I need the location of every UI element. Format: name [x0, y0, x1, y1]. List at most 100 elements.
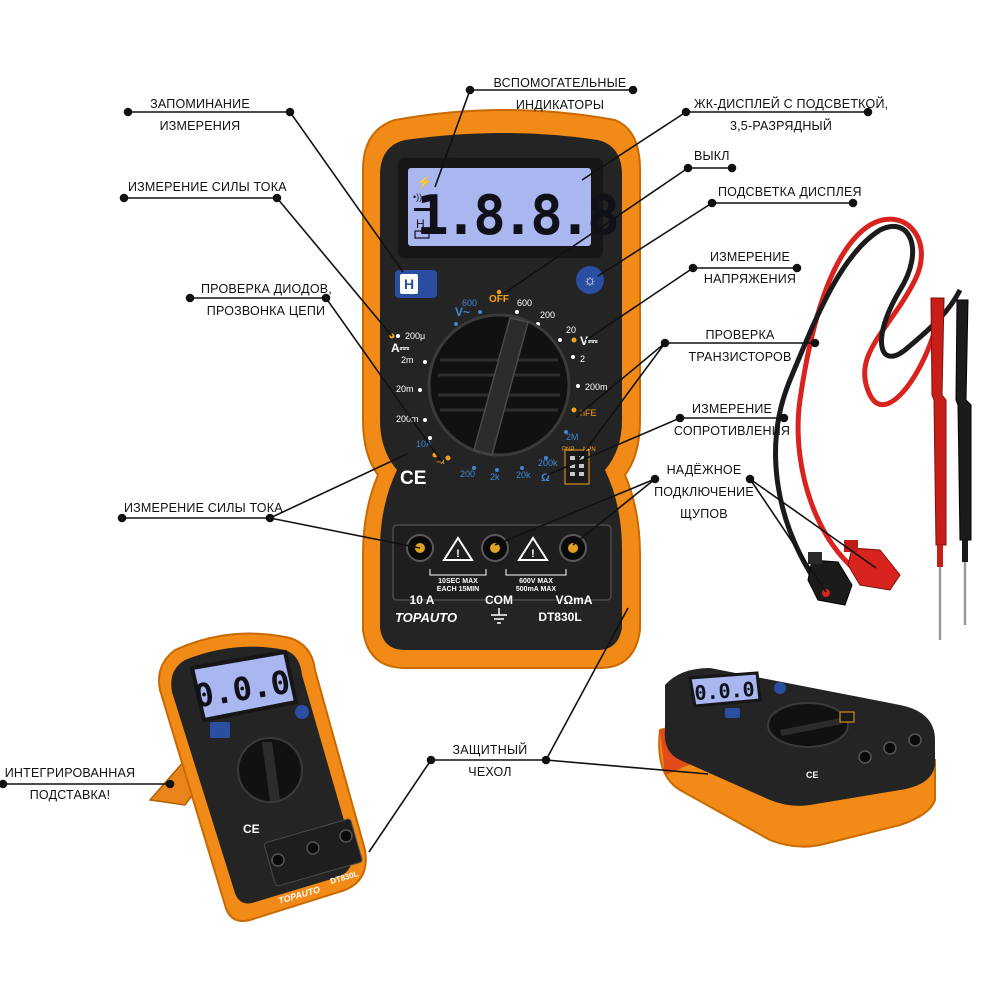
callout-resistance: ИЗМЕРЕНИЕ СОПРОТИВЛЕНИЯ [672, 398, 792, 442]
jack-com[interactable] [481, 534, 509, 562]
callout-case-line2: ЧЕХОЛ [468, 765, 512, 779]
vac-range-600: 600 [462, 298, 477, 308]
callout-probes-line3: ЩУПОВ [680, 507, 728, 521]
diode-symbol: ⇥ [436, 457, 444, 468]
callout-probes-line1: НАДЁЖНОЕ [666, 463, 742, 477]
vdc-range-2: 2 [580, 354, 585, 364]
callout-transistor-line2: ТРАНЗИСТОРОВ [688, 350, 792, 364]
warning-right-line1: 600V MAX [519, 578, 553, 585]
warning-left-line1: 10SEC MAX [438, 578, 478, 585]
callout-aux-indicators: ВСПОМОГАТЕЛЬНЫЕ ИНДИКАТОРЫ [485, 72, 635, 116]
callout-voltage-line2: НАПРЯЖЕНИЯ [703, 272, 797, 286]
callout-stand-line2: ПОДСТАВКА! [29, 788, 111, 802]
red-banana-plug[interactable] [844, 540, 901, 591]
callout-diode: ПРОВЕРКА ДИОДОВ, ПРОЗВОНКА ЦЕПИ [201, 278, 332, 322]
lying-rotary-pointer [780, 718, 842, 736]
lcd-screen [408, 168, 591, 246]
callout-stand: ИНТЕГРИРОВАННАЯ ПОДСТАВКА! [0, 762, 140, 806]
small-jacks [271, 829, 353, 867]
red-lead-wire [795, 216, 938, 588]
backlight-button[interactable] [576, 266, 604, 294]
amp-range-10A: 10A [416, 439, 432, 449]
vdc-range-20: 20 [566, 325, 576, 335]
small-rotary-pointer [262, 742, 280, 801]
amp-range-20m: 20m [396, 384, 414, 394]
lcd-lightning-icon: ⚡ [417, 175, 432, 189]
ohm-range-20k: 20k [516, 470, 531, 480]
lying-ce-mark: CE [806, 770, 819, 780]
black-banana-plug[interactable] [807, 552, 853, 606]
lying-lcd-digits: 0.0.0 [694, 677, 756, 705]
lcd-hold-indicator: H [416, 217, 425, 231]
warning-right-line2: 500mA MAX [516, 586, 557, 593]
multimeter-with-stand: 0.0.0 CE TOPAUTO DT830L [148, 632, 367, 922]
callout-lcd: ЖК-ДИСПЛЕЙ С ПОДСВЕТКОЙ, 3,5-РАЗРЯДНЫЙ [694, 93, 889, 137]
callout-backlight-line1: ПОДСВЕТКА ДИСПЛЕЯ [718, 185, 862, 199]
jack-panel [392, 524, 612, 601]
callout-current-bottom: ИЗМЕРЕНИЕ СИЛЫ ТОКА [124, 497, 283, 519]
pnp-label: PNP [562, 447, 574, 453]
model-label: DT830L [538, 610, 581, 624]
lcd-minus-segment [414, 208, 430, 211]
callout-case: ЗАЩИТНЫЙ ЧЕХОЛ [440, 739, 540, 783]
jack-label-10a: 10 A [410, 593, 435, 607]
black-probe[interactable] [955, 299, 972, 625]
callout-aux-line1: ВСПОМОГАТЕЛЬНЫЕ [493, 76, 627, 90]
callout-voltage-line1: ИЗМЕРЕНИЕ [709, 250, 791, 264]
callout-memory: ЗАПОМИНАНИЕ ИЗМЕРЕНИЯ [140, 93, 260, 137]
callout-aux-line2: ИНДИКАТОРЫ [515, 98, 605, 112]
callout-stand-line1: ИНТЕГРИРОВАННАЯ [4, 766, 136, 780]
dial-dots-colored [389, 310, 577, 472]
lying-backlight-button [774, 682, 786, 694]
callout-probes: НАДЁЖНОЕ ПОДКЛЮЧЕНИЕ ЩУПОВ [648, 459, 760, 525]
rotary-pointer [473, 317, 529, 456]
jack-vohm[interactable] [559, 534, 587, 562]
callout-voltage: ИЗМЕРЕНИЕ НАПРЯЖЕНИЯ [700, 246, 800, 290]
transistor-socket [564, 449, 590, 485]
ohm-range-2k: 2k [490, 472, 500, 482]
warning-triangle-right-icon: ! [517, 536, 549, 561]
off-label: OFF [489, 294, 509, 305]
callout-lcd-line1: ЖК-ДИСПЛЕЙ С ПОДСВЕТКОЙ, [694, 97, 889, 111]
dial-dots [396, 310, 580, 440]
callout-resistance-line1: ИЗМЕРЕНИЕ [691, 402, 773, 416]
callout-diode-line1: ПРОВЕРКА ДИОДОВ, [201, 282, 332, 296]
lying-lcd-screen [688, 671, 762, 708]
jack-label-vohm: VΩmA [556, 593, 593, 607]
lying-transistor-socket [839, 711, 855, 723]
vac-label: V~ [455, 305, 470, 319]
main-multimeter: 1.8.8.8 ⚡ •)) H H ☼ OFF V~ 600 200 600 2… [362, 109, 641, 669]
test-leads [773, 216, 972, 640]
red-probe[interactable] [930, 297, 947, 640]
vdc-label: V⎓ [580, 334, 598, 348]
callout-resistance-line2: СОПРОТИВЛЕНИЯ [673, 424, 791, 438]
callout-off-line1: ВЫКЛ [694, 149, 730, 163]
hold-button-label: H [404, 276, 414, 292]
hfe-label: hFE [580, 408, 597, 418]
callout-probes-line2: ПОДКЛЮЧЕНИЕ [654, 485, 754, 499]
warning-bracket-left [429, 569, 487, 576]
callout-lcd-line2: 3,5-РАЗРЯДНЫЙ [729, 119, 833, 133]
warning-bracket-right [505, 569, 567, 576]
callout-current-top-line1: ИЗМЕРЕНИЕ СИЛЫ ТОКА [128, 180, 287, 194]
warning-triangle-left-icon: ! [442, 536, 474, 561]
small-ce-mark: CE [243, 822, 260, 836]
ohm-range-2M: 2M [566, 432, 579, 442]
ohm-range-200: 200 [460, 469, 475, 479]
svg-text:!: ! [531, 548, 535, 560]
lying-hold-button [725, 708, 740, 718]
vdc-range-200m: 200m [585, 382, 608, 392]
small-lcd-screen [189, 649, 299, 723]
small-backlight-button [295, 705, 309, 719]
black-lead-wire [773, 224, 963, 597]
callout-diode-line2: ПРОЗВОНКА ЦЕПИ [206, 304, 326, 318]
ohm-range-200k: 200k [538, 458, 558, 468]
small-hold-button [210, 722, 230, 738]
vdc-range-600: 600 [517, 298, 532, 308]
brand-logo: TOPAUTO [395, 610, 457, 625]
callout-current-top: ИЗМЕРЕНИЕ СИЛЫ ТОКА [128, 176, 287, 198]
multimeter-lying: 0.0.0 CE [658, 668, 936, 848]
ce-mark: CE [400, 468, 426, 489]
callout-memory-line2: ИЗМЕРЕНИЯ [159, 119, 241, 133]
